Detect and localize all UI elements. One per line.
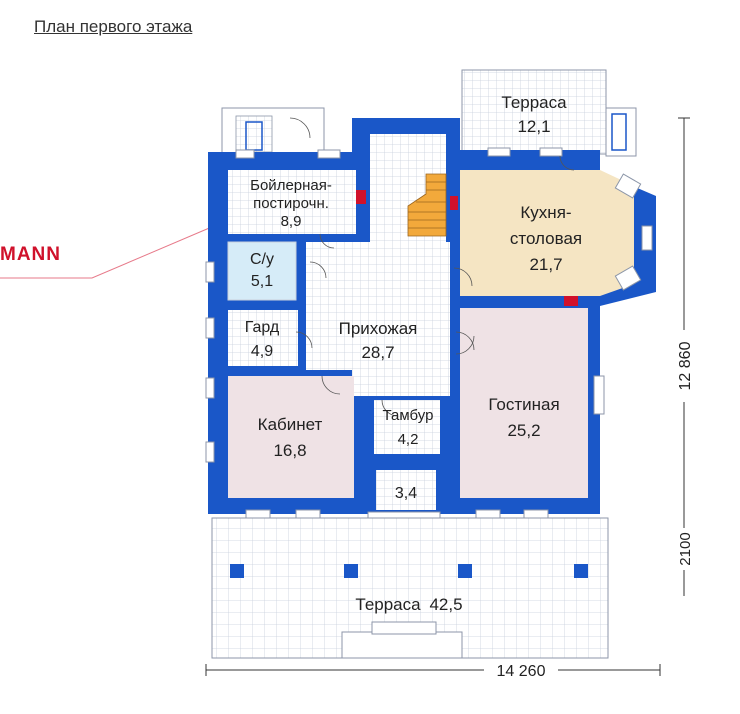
plan-title: План первого этажа (34, 17, 193, 36)
area-living: 25,2 (507, 421, 540, 440)
label-hall: Прихожая (339, 319, 418, 338)
label-boiler-2: постирочн. (253, 195, 329, 212)
left-entry-stair (221, 107, 325, 157)
room-labels: Терраса 12,1 Бойлерная- постирочн. 8,9 С… (245, 93, 582, 614)
room-living (460, 308, 588, 498)
area-vestibule: 4,2 (398, 431, 419, 448)
area-terrace-bottom: 42,5 (429, 595, 462, 614)
area-wardrobe: 4,9 (251, 343, 273, 360)
room-hall-lower (352, 370, 450, 396)
label-kitchen: Кухня- (520, 203, 571, 222)
label-bath: С/у (250, 251, 274, 268)
brand-watermark: MANN (0, 244, 61, 265)
label-terrace-top: Терраса (501, 93, 567, 112)
area-kitchen: 21,7 (529, 255, 562, 274)
label-vestibule: Тамбур (383, 407, 434, 424)
label-boiler: Бойлерная- (250, 177, 332, 194)
label-wardrobe: Гард (245, 319, 280, 336)
room-office (228, 376, 354, 498)
room-kitchen (460, 170, 634, 296)
area-bath: 5,1 (251, 273, 273, 290)
dimension-terrace-depth: 2100 (677, 532, 694, 565)
doors (295, 155, 575, 417)
dimension-width: 14 260 (497, 663, 546, 680)
label-living: Гостиная (488, 395, 559, 414)
room-porch-inner (376, 470, 436, 510)
chimneys (356, 190, 578, 306)
bottom-terrace (211, 517, 609, 659)
area-hall: 28,7 (361, 343, 394, 362)
room-hall-upper (306, 242, 450, 300)
area-porch: 3,4 (395, 485, 417, 502)
area-boiler: 8,9 (281, 213, 302, 230)
label-terrace-bottom: Терраса (355, 595, 421, 614)
room-hall (306, 300, 450, 370)
dimension-depth: 12 860 (677, 341, 694, 390)
room-bath (227, 241, 297, 301)
room-wardrobe (228, 310, 298, 366)
top-terrace (461, 69, 637, 157)
windows (205, 147, 653, 521)
inner-staircase (407, 173, 447, 237)
room-boiler (228, 170, 356, 234)
label-kitchen-2: столовая (510, 229, 582, 248)
area-terrace-top: 12,1 (517, 117, 550, 136)
pointer-line (0, 225, 215, 279)
label-office: Кабинет (258, 415, 323, 434)
area-office: 16,8 (273, 441, 306, 460)
